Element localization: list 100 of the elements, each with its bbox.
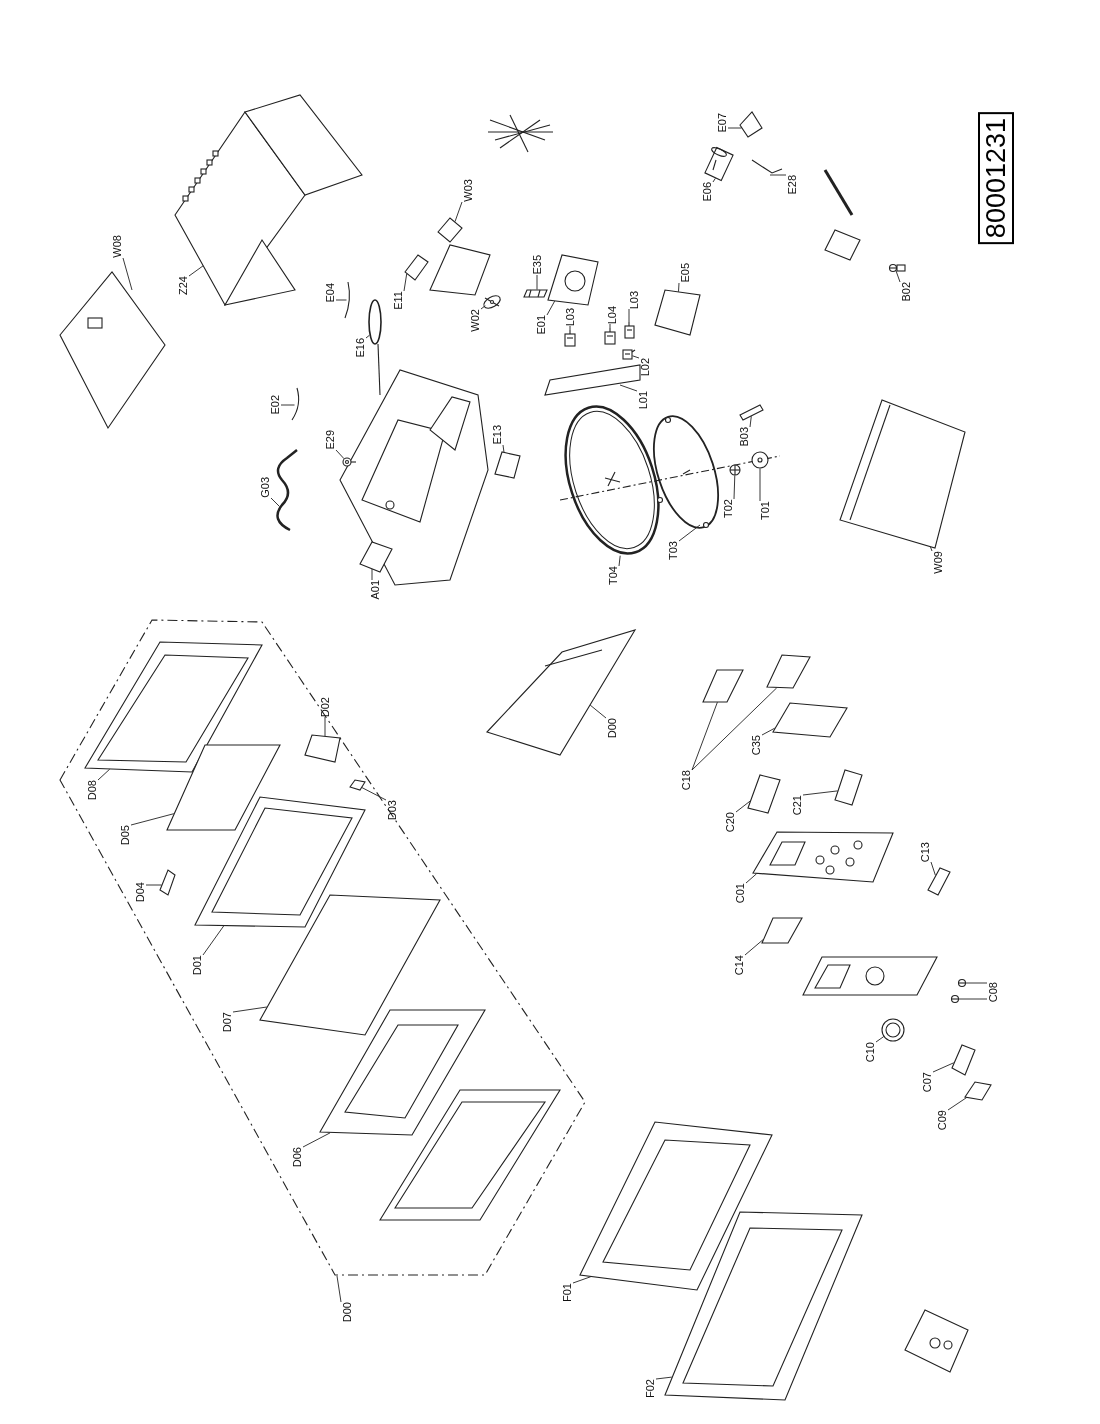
callout-number: C09: [936, 1110, 948, 1131]
fuse-drawing: [523, 289, 548, 298]
leader-line: [202, 925, 225, 956]
leader-line: [749, 415, 752, 428]
switch-drawing: [622, 349, 636, 360]
circuit-board-drawing: [772, 702, 848, 738]
callout-number: D00: [341, 1302, 353, 1323]
leader-line: [619, 384, 638, 392]
callout-number: E07: [716, 113, 728, 133]
leader-line: [454, 201, 463, 223]
leader-line: [632, 355, 640, 359]
wire-drawing: [344, 281, 350, 319]
callout-number: C13: [919, 842, 931, 863]
screw-drawing: [888, 263, 906, 273]
screen-sheet-drawing: [319, 1009, 486, 1136]
button-block-drawing: [747, 774, 781, 814]
side-panel-drawing: [59, 271, 166, 430]
leader-line: [875, 1036, 885, 1043]
cabinet-cover-drawing: [174, 94, 363, 307]
callout-number: C20: [724, 812, 736, 833]
callout-number: E29: [324, 430, 336, 450]
callout-number: G03: [259, 476, 271, 498]
callout-number: T01: [759, 500, 771, 520]
leader-line: [628, 308, 630, 323]
button-plate-drawing: [964, 1081, 992, 1101]
callout-number: A01: [369, 580, 381, 600]
leader-line: [403, 273, 408, 292]
callout-number: F02: [644, 1378, 656, 1398]
callout-number: C10: [864, 1042, 876, 1063]
callout-number: D00: [606, 718, 618, 739]
leader-line: [130, 813, 175, 826]
leader-line: [691, 701, 718, 771]
callout-number: E02: [269, 395, 281, 415]
leader-line: [712, 177, 716, 183]
leader-line: [335, 299, 347, 301]
callout-number: F01: [561, 1282, 573, 1302]
callout-number: D03: [386, 800, 398, 821]
callout-number: T03: [667, 540, 679, 560]
switch-drawing: [624, 321, 635, 339]
leader-line: [589, 704, 607, 719]
control-panel-drawing: [752, 831, 894, 883]
leader-line: [232, 1006, 268, 1013]
hook-drawing: [304, 734, 341, 763]
leader-line: [930, 861, 936, 876]
window-frame-drawing: [761, 917, 803, 944]
spring-drawing: [950, 994, 960, 1004]
callout-number: D04: [134, 882, 146, 903]
leader-line: [769, 174, 787, 176]
leader-line: [958, 998, 988, 1000]
leader-line: [335, 449, 345, 460]
callout-number: W08: [111, 234, 123, 258]
fan-motor-drawing: [429, 217, 491, 296]
callout-number: E06: [701, 182, 713, 202]
leader-line: [655, 1376, 673, 1380]
leader-line: [744, 939, 764, 956]
thermostat-drawing: [342, 457, 357, 467]
leader-line: [502, 444, 505, 453]
leader-line: [678, 282, 680, 293]
circuit-box-drawing: [702, 669, 744, 703]
callout-number: W02: [469, 308, 481, 332]
callout-number: E05: [679, 263, 691, 283]
leader-line: [759, 468, 761, 502]
callout-number: E11: [392, 290, 404, 310]
callout-number: C35: [750, 735, 762, 756]
leader-line: [609, 323, 611, 329]
leader-line: [691, 687, 778, 771]
callout-number: E01: [535, 315, 547, 335]
callout-number: C01: [734, 883, 746, 904]
leader-line: [365, 334, 370, 339]
callout-number: L03: [628, 291, 640, 310]
label-sheet-drawing: [359, 541, 393, 573]
callout-number: W09: [932, 550, 944, 574]
callout-number: C21: [791, 795, 803, 816]
callout-number: D08: [86, 780, 98, 801]
leader-line: [932, 1062, 955, 1073]
switch-drawing: [604, 327, 616, 345]
callout-number: C18: [680, 770, 692, 791]
leader-line: [735, 800, 751, 813]
leader-line: [733, 474, 736, 500]
callout-number: C08: [987, 982, 999, 1003]
transformer-drawing: [654, 289, 701, 336]
callout-number: Z24: [177, 275, 189, 295]
spring-drawing: [957, 978, 967, 988]
leader-line: [895, 270, 901, 283]
button-block-drawing: [834, 769, 863, 806]
callout-number: D01: [191, 955, 203, 976]
callout-number: T02: [722, 498, 734, 518]
callout-number: B02: [900, 282, 912, 302]
bracket-drawing: [739, 404, 764, 421]
leader-line: [122, 257, 133, 291]
circuit-board-drawing: [766, 654, 811, 689]
latch-drawing: [159, 869, 176, 896]
callout-number: L03: [564, 308, 576, 327]
callout-number: W03: [462, 178, 474, 202]
roller-ring-drawing: [653, 415, 719, 529]
leader-line: [965, 982, 988, 984]
switch-drawing: [564, 329, 576, 347]
leader-line: [761, 727, 776, 736]
leader-line: [678, 524, 701, 542]
leader-line: [947, 1097, 968, 1111]
